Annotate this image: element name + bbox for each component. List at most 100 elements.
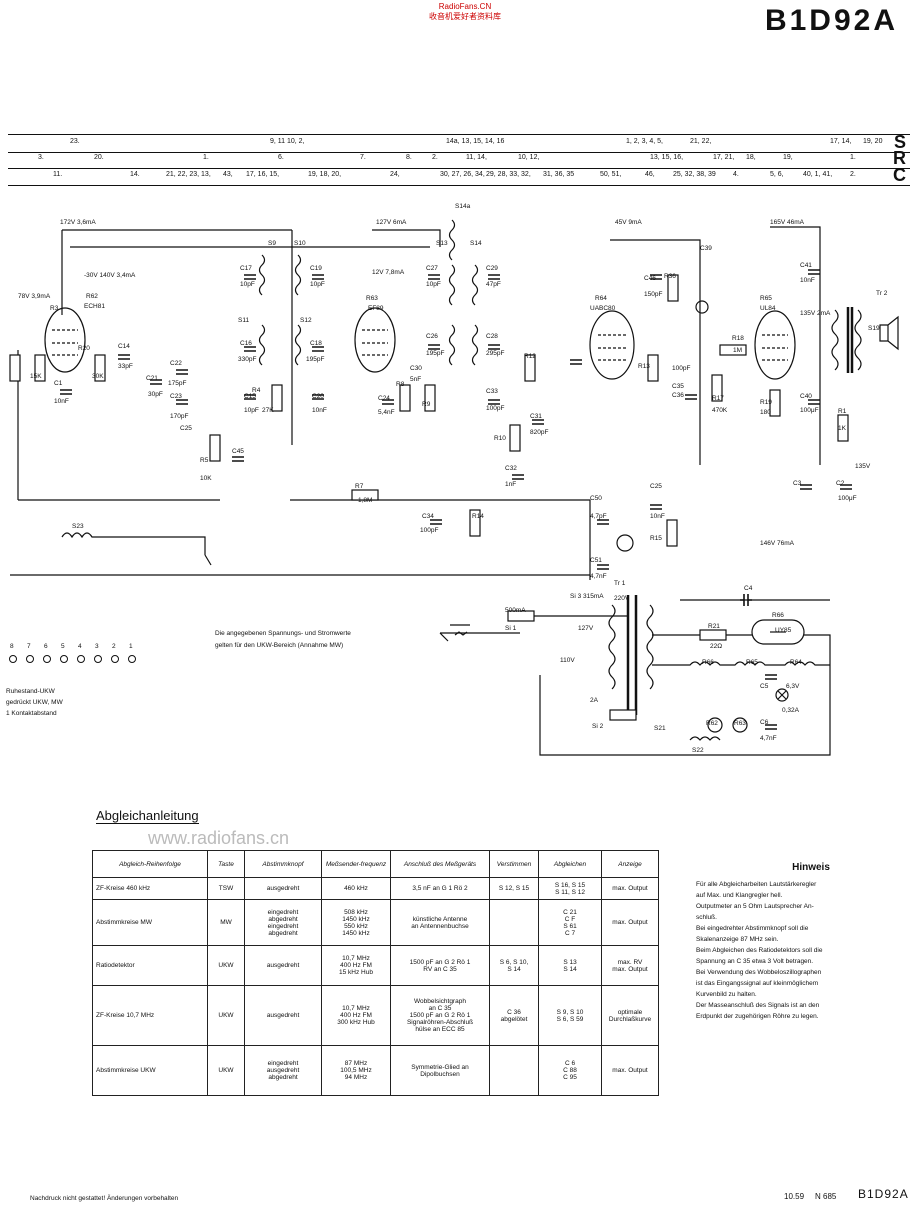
- strip-cell: 19, 18, 20,: [308, 171, 342, 178]
- site-watermark-2: www.radiofans.cn: [148, 828, 290, 848]
- alignment-cell: Abstimmkreise UKW: [92, 1045, 208, 1096]
- component-label: R18: [732, 335, 744, 342]
- component-label: 470K: [712, 407, 728, 414]
- power-supply: [439, 595, 831, 756]
- strip-cell: 24,: [390, 171, 400, 178]
- antenna-coil-s23: [61, 532, 212, 566]
- component-label: 2A: [590, 697, 598, 704]
- strip-cell: 40, 1, 41,: [803, 171, 833, 178]
- strip-cell: 43,: [223, 171, 233, 178]
- component-label: 100μF: [800, 407, 819, 414]
- component-label: R63: [366, 295, 378, 302]
- alignment-header-cell: Abstimmknopf: [244, 850, 322, 878]
- component-label: C20: [312, 393, 324, 400]
- switch-number: 8: [10, 643, 14, 650]
- component-label: R65: [760, 295, 772, 302]
- component-label: 4,7nF: [760, 735, 777, 742]
- strip-cell: 8.: [406, 154, 412, 161]
- component-label: 1K: [838, 425, 846, 432]
- component-label: 10pF: [426, 281, 441, 288]
- component-label: 100pF: [486, 405, 505, 412]
- component-label: 0,32A: [782, 707, 799, 714]
- strip-row-r: 3.20.1.6.7.8.2.11, 14,10, 12,13, 15, 16,…: [8, 151, 910, 169]
- strip-cell: 2.: [432, 154, 438, 161]
- hinweis-line: schluß.: [696, 914, 717, 921]
- component-label: C25: [180, 425, 192, 432]
- alignment-cell: Wobbelsichtgraph an C 35 1500 pF an G 2 …: [390, 985, 490, 1046]
- component-label: C30: [410, 365, 422, 372]
- tube-ul84: [754, 310, 796, 380]
- hinweis-line: Skalenanzeige 87 MHz sein.: [696, 936, 779, 943]
- component-label: 295pF: [486, 350, 505, 357]
- component-label: C24: [378, 395, 390, 402]
- component-label: R14: [472, 513, 484, 520]
- strip-cell: 46,: [645, 171, 655, 178]
- alignment-cell: Ratiodetektor: [92, 945, 208, 986]
- component-label: -30V 140V 3,4mA: [84, 272, 136, 279]
- alignment-header-cell: Taste: [207, 850, 245, 878]
- component-label: 47pF: [486, 281, 501, 288]
- component-label: 4,7nF: [590, 573, 607, 580]
- component-label: S19: [868, 325, 880, 332]
- component-label: 820pF: [530, 429, 549, 436]
- component-label: S11: [238, 317, 250, 324]
- component-label: UL84: [760, 305, 776, 312]
- component-label: 10nF: [800, 277, 815, 284]
- component-label: R65: [746, 659, 758, 666]
- alignment-cell: S 9, S 10 S 6, S 59: [538, 985, 602, 1046]
- hinweis-line: Beim Abgleichen des Ratiodetektors soll …: [696, 947, 823, 954]
- strip-cell: 10, 12,: [518, 154, 540, 161]
- switch-legend: Ruhestand-UKW gedrückt UKW, MW 1 Kontakt…: [6, 686, 63, 719]
- component-label: C23: [170, 393, 182, 400]
- switch-number: 6: [44, 643, 48, 650]
- component-label: R64: [790, 659, 802, 666]
- component-label: C25: [650, 483, 662, 490]
- strip-cell: 18,: [746, 154, 756, 161]
- component-label: C39: [700, 245, 712, 252]
- component-label: C1: [54, 380, 63, 387]
- strip-cell: 14.: [130, 171, 140, 178]
- switch-contact: [26, 655, 34, 663]
- component-label: 45V 9mA: [615, 219, 642, 226]
- alignment-cell: ausgedreht: [244, 877, 322, 900]
- switch-contact: [94, 655, 102, 663]
- switch-contact: [43, 655, 51, 663]
- switch-number: 3: [95, 643, 99, 650]
- component-label: 500mA: [505, 607, 526, 614]
- component-label: R64: [595, 295, 607, 302]
- alignment-header-cell: Anzeige: [601, 850, 659, 878]
- component-label: C46: [644, 275, 656, 282]
- component-label: C16: [240, 340, 252, 347]
- component-label: R20: [78, 345, 90, 352]
- component-label: C2: [836, 480, 845, 487]
- hinweis-line: Outputmeter an 5 Ohm Lautsprecher An-: [696, 903, 814, 910]
- alignment-cell: max. Output: [601, 1045, 659, 1096]
- component-label: S14a: [455, 203, 471, 210]
- component-label: C35: [672, 383, 684, 390]
- component-label: 27K: [262, 407, 274, 414]
- b-plus-rail: [70, 229, 441, 248]
- component-label: R13: [638, 363, 650, 370]
- component-label: R5: [200, 457, 209, 464]
- alignment-cell: UKW: [207, 985, 245, 1046]
- component-label: C45: [232, 448, 244, 455]
- alignment-cell: eingedreht abgedreht eingedreht abgedreh…: [244, 899, 322, 946]
- strip-cell: 9, 11 10, 2,: [270, 138, 305, 145]
- component-label: 220V: [614, 595, 630, 602]
- strip-letter-s: S: [893, 132, 906, 152]
- component-label: 100μF: [838, 495, 857, 502]
- alignment-cell: S 12, S 15: [489, 877, 539, 900]
- hinweis-line: Spannung an C 35 etwa 3 Volt betragen.: [696, 958, 814, 965]
- component-label: 10K: [200, 475, 212, 482]
- component-label: S21: [654, 725, 666, 732]
- strip-cell: 14a, 13, 15, 14, 16: [446, 138, 505, 145]
- component-label: C4: [744, 585, 753, 592]
- component-label: R4: [252, 387, 261, 394]
- component-label: R66: [702, 659, 714, 666]
- strip-cell: 5, 6,: [770, 171, 784, 178]
